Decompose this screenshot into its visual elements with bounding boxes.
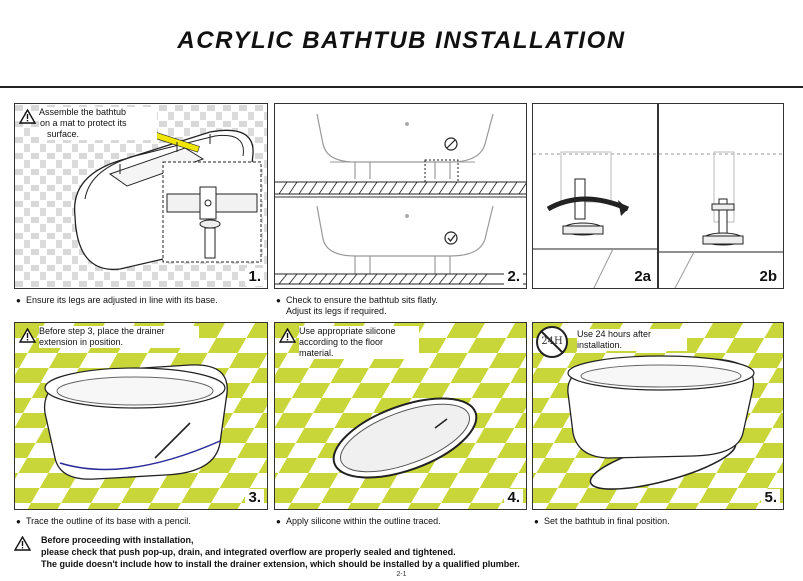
panel-step-2: 2. xyxy=(274,103,527,289)
note-line: surface. xyxy=(47,129,80,139)
step-2a-illustration xyxy=(533,151,657,288)
step-5-caption: ●Set the bathtub in final position. xyxy=(534,516,670,526)
caption-line: Set the bathtub in final position. xyxy=(544,516,670,526)
panel-step-2b: 2b xyxy=(658,103,784,289)
caption-line: Check to ensure the bathtub sits flatly. xyxy=(286,295,438,305)
note-line: Assemble the bathtub xyxy=(39,107,127,117)
step-number: 2b xyxy=(756,268,780,286)
title-divider xyxy=(0,86,803,88)
step-number: 1. xyxy=(245,268,264,286)
note-line: material. xyxy=(299,348,334,358)
note-line: Before step 3, place the drainer xyxy=(39,326,165,336)
step-3-note: Before step 3, place the drainer extensi… xyxy=(39,326,199,348)
note-line: extension in position. xyxy=(39,337,124,347)
step-1-note: Assemble the bathtub on a mat to protect… xyxy=(39,107,157,140)
caption-line: Apply silicone within the outline traced… xyxy=(286,516,441,526)
step-2b-illustration xyxy=(659,151,783,288)
panel-step-5: 24H Use 24 hours after installation. 5. xyxy=(532,322,784,510)
warning-triangle-icon xyxy=(19,109,36,124)
panel-step-2a: 2a xyxy=(532,103,658,289)
step-5-note: Use 24 hours after installation. xyxy=(577,329,687,351)
caption-line: Trace the outline of its base with a pen… xyxy=(26,516,191,526)
warning-triangle-icon xyxy=(279,328,296,343)
caption-line: Ensure its legs are adjusted in line wit… xyxy=(26,295,218,305)
step-2-caption: ●Check to ensure the bathtub sits flatly… xyxy=(276,295,530,317)
page-title: ACRYLIC BATHTUB INSTALLATION xyxy=(177,27,626,54)
step-1-caption: ●Ensure its legs are adjusted in line wi… xyxy=(16,295,218,305)
step-number: 2. xyxy=(504,268,523,286)
warning-triangle-icon xyxy=(14,536,31,551)
step-2-illustration xyxy=(275,113,526,285)
step-number: 2a xyxy=(631,268,654,286)
step-5-illustration xyxy=(533,323,783,509)
panel-step-1: Assemble the bathtub on a mat to protect… xyxy=(14,103,268,289)
panel-step-3: Before step 3, place the drainer extensi… xyxy=(14,322,268,510)
step-number: 4. xyxy=(504,489,523,507)
footer-line: please check that push pop-up, drain, an… xyxy=(41,547,456,557)
step-3-illustration xyxy=(15,323,267,509)
note-line: Use appropriate silicone xyxy=(299,326,396,336)
note-line: on a mat to protect its xyxy=(40,118,127,128)
step-4-note: Use appropriate silicone according to th… xyxy=(299,326,419,359)
step-4-caption: ●Apply silicone within the outline trace… xyxy=(276,516,441,526)
no-24h-icon: 24H xyxy=(536,326,568,358)
footer-line: Before proceeding with installation, xyxy=(41,535,194,545)
note-line: according to the floor xyxy=(299,337,384,347)
warning-triangle-icon xyxy=(19,328,36,343)
step-3-caption: ●Trace the outline of its base with a pe… xyxy=(16,516,191,526)
note-line: Use 24 hours after xyxy=(577,329,652,339)
step-number: 5. xyxy=(761,489,780,507)
page-number: 2-1 xyxy=(396,571,407,578)
step-number: 3. xyxy=(245,489,264,507)
footer-warning: Before proceeding with installation, ple… xyxy=(14,534,794,570)
caption-line: Adjust its legs if required. xyxy=(286,306,387,316)
panel-step-4: Use appropriate silicone according to th… xyxy=(274,322,527,510)
footer-line: The guide doesn't include how to install… xyxy=(41,559,520,569)
note-line: installation. xyxy=(577,340,623,350)
